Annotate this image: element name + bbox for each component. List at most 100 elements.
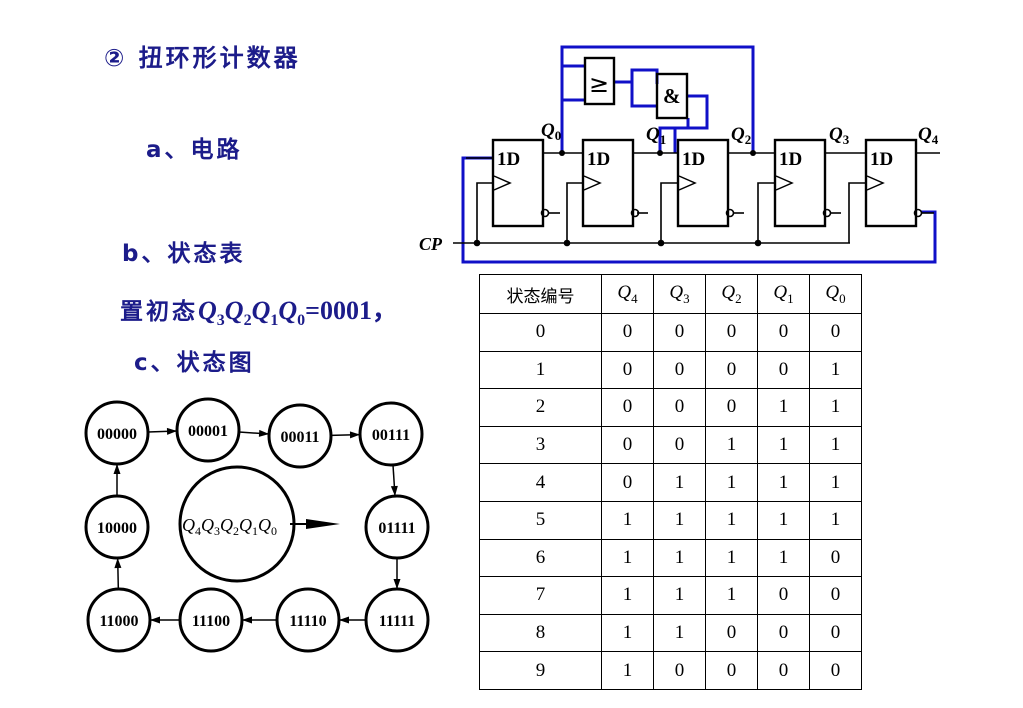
table-cell-state-number: 7 (479, 576, 602, 615)
transition-arrowhead (242, 616, 252, 624)
table-cell-state-number: 5 (479, 500, 602, 540)
state-node-circle (275, 587, 341, 653)
output-label-q3: Q3 (829, 124, 850, 147)
table-cell-state-number: 9 (479, 651, 602, 690)
circuit-diagram: 1D 1D 1D 1D 1D ≥ & CP Q0 Q1 Q2 Q3 Q4 (419, 45, 940, 264)
state-node-label: 10000 (97, 520, 137, 537)
transition-arrowhead (258, 429, 270, 437)
section-label-state-table: b、状态表 (122, 241, 246, 267)
wire-or-and2 (630, 82, 657, 108)
state-node-label: 00000 (97, 426, 137, 443)
or-gate-symbol: ≥ (589, 70, 609, 98)
table-header-q0: Q0 (809, 274, 862, 314)
table-header-q2: Q2 (705, 274, 758, 314)
state-node-circle (358, 401, 424, 467)
table-cell-value: 0 (757, 313, 810, 352)
table-cell-value: 0 (809, 651, 862, 690)
table-cell-value: 1 (757, 463, 810, 502)
state-node-circle (84, 494, 150, 560)
legend-vars: Q4Q3Q2Q1Q0 (182, 515, 277, 538)
table-cell-value: 0 (653, 651, 706, 690)
ff-2-label: 1D (682, 149, 705, 170)
table-cell-value: 0 (653, 425, 706, 465)
table-cell-value: 1 (757, 388, 810, 427)
table-cell-value: 0 (809, 576, 862, 615)
or-gate (583, 56, 616, 106)
output-label-q2: Q2 (731, 124, 751, 147)
initial-state-var-q2: Q2 (224, 296, 252, 330)
output-label-q4: Q4 (918, 124, 939, 147)
table-cell-state-number: 1 (479, 350, 602, 390)
flip-flops (491, 138, 923, 228)
ff-1 (581, 138, 635, 228)
state-node-label: 00001 (188, 423, 228, 440)
initial-state-value: =0001， (305, 296, 398, 325)
state-node-circle (84, 400, 150, 466)
section-label-circuit: a、电路 (146, 137, 243, 163)
table-header-q3: Q3 (653, 274, 706, 314)
table-header-q4: Q4 (601, 274, 654, 314)
table-cell-state-number: 4 (479, 463, 602, 502)
state-node-circle (178, 587, 244, 653)
table-cell-value: 1 (653, 500, 706, 540)
table-cell-value: 1 (601, 651, 654, 690)
state-node-label: 00011 (280, 429, 319, 446)
state-node-circle (86, 587, 152, 653)
transition-arrowhead (166, 427, 178, 435)
output-label-q0: Q0 (541, 120, 561, 143)
state-diagram-legend: Q4Q3Q2Q1Q0 (178, 465, 340, 583)
initial-state-prefix: 置初态 (120, 299, 198, 325)
table-cell-value: 1 (809, 388, 862, 427)
initial-state-var-q3: Q3 (198, 296, 225, 330)
table-cell-value: 0 (757, 613, 810, 653)
ff-4-label: 1D (870, 149, 893, 170)
wire-junctions (473, 150, 762, 247)
clock-and-data-wires (453, 152, 940, 244)
table-cell-value: 0 (653, 388, 706, 427)
table-cell-value: 0 (601, 313, 654, 352)
state-node-label: 01111 (378, 520, 415, 537)
state-node-circle (267, 403, 333, 469)
transition-arrowhead (393, 579, 401, 589)
table-cell-value: 0 (653, 350, 706, 390)
transition-arrowhead (113, 464, 121, 474)
table-cell-value: 0 (757, 651, 810, 690)
and-gate-symbol: & (663, 84, 681, 108)
transition-arrowhead (349, 431, 361, 439)
section-label-state-diagram: c、状态图 (134, 350, 255, 376)
ff-0 (491, 138, 545, 228)
and-gate (655, 72, 689, 120)
table-cell-value: 0 (601, 388, 654, 427)
ff-1-label: 1D (587, 149, 610, 170)
ff-0-label: 1D (497, 149, 520, 170)
table-cell-value: 1 (601, 613, 654, 653)
table-cell-value: 1 (653, 576, 706, 615)
state-node-circle (175, 397, 241, 463)
table-cell-value: 1 (809, 425, 862, 465)
ff-3-label: 1D (779, 149, 802, 170)
table-cell-value: 0 (809, 313, 862, 352)
state-node-circle (364, 587, 430, 653)
transition-arrowhead (114, 557, 122, 569)
table-cell-state-number: 2 (479, 388, 602, 427)
table-cell-value: 1 (653, 463, 706, 502)
output-label-q1: Q1 (646, 124, 666, 147)
table-cell-value: 0 (705, 313, 758, 352)
state-node-label: 00111 (372, 427, 410, 444)
table-cell-value: 1 (705, 576, 758, 615)
table-cell-state-number: 3 (479, 425, 602, 465)
table-cell-value: 1 (653, 613, 706, 653)
table-cell-value: 1 (809, 500, 862, 540)
state-node-circle (364, 494, 430, 560)
table-cell-value: 0 (757, 576, 810, 615)
